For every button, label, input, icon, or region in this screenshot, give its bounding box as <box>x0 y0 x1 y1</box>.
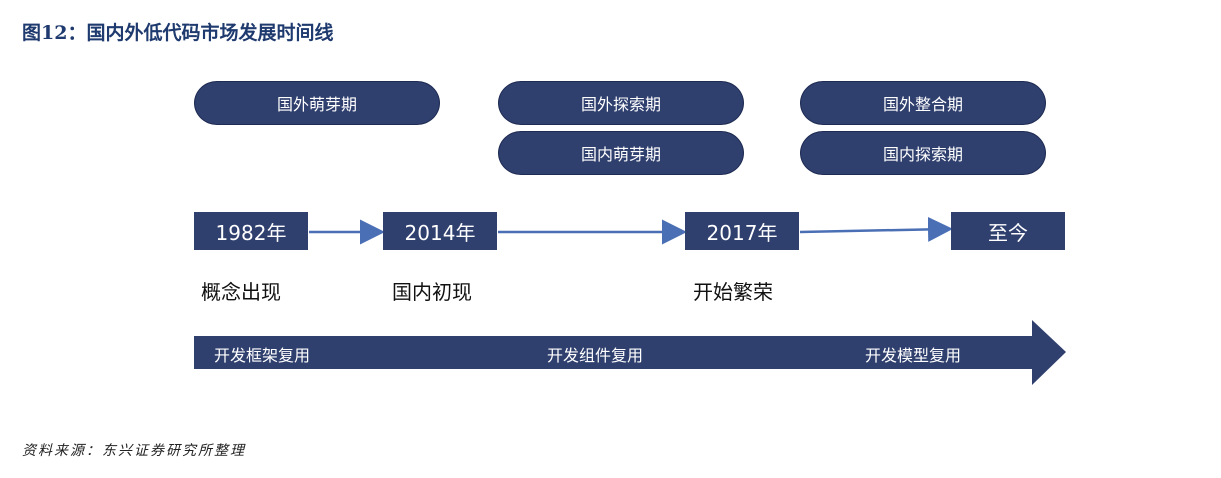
source-note: 资料来源：东兴证券研究所整理 <box>22 443 246 459</box>
phase-foreign-integration: 国外整合期 <box>800 81 1046 125</box>
year-box-now: 至今 <box>951 212 1065 250</box>
stage-model-reuse: 开发模型复用 <box>865 346 962 365</box>
event-concept-appears: 概念出现 <box>201 280 281 304</box>
phase-domestic-emergence: 国内萌芽期 <box>498 131 744 175</box>
year-box-1982: 1982年 <box>194 212 308 250</box>
arrow-2017-now <box>799 216 953 242</box>
reuse-progress-arrow <box>194 320 1066 385</box>
event-domestic-appears: 国内初现 <box>392 280 472 304</box>
phase-foreign-emergence: 国外萌芽期 <box>194 81 440 125</box>
year-box-2017: 2017年 <box>685 212 799 250</box>
year-box-2014: 2014年 <box>383 212 497 250</box>
phase-foreign-exploration: 国外探索期 <box>498 81 744 125</box>
stage-component-reuse: 开发组件复用 <box>547 346 644 365</box>
event-prosperity-begins: 开始繁荣 <box>693 280 773 304</box>
stage-framework-reuse: 开发框架复用 <box>214 346 311 365</box>
phase-domestic-exploration: 国内探索期 <box>800 131 1046 175</box>
figure-title: 图12：国内外低代码市场发展时间线 <box>22 22 334 44</box>
